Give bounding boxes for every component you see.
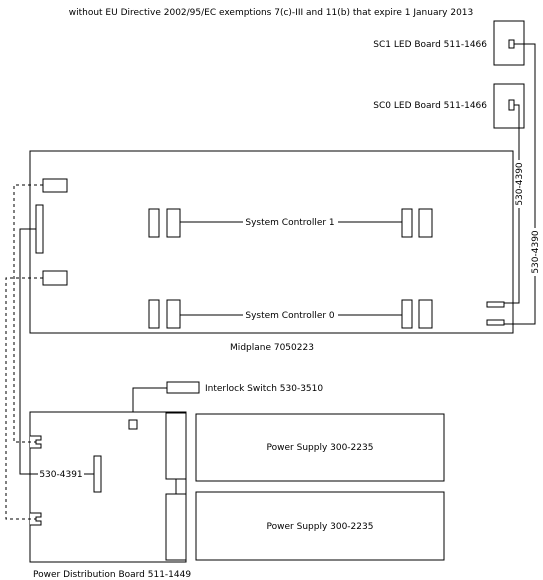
header-note: without EU Directive 2002/95/EC exemptio…	[69, 8, 474, 18]
power-supply-bottom	[195, 491, 445, 561]
midplane-led-connector-sc1	[486, 301, 505, 308]
cable-sc0-label: 530-4390	[515, 162, 525, 206]
interlock-switch	[166, 381, 200, 394]
midplane-connector-vertical	[35, 204, 44, 254]
power-supply-top	[195, 413, 445, 482]
midplane-label: Midplane 7050223	[230, 343, 314, 353]
power-distribution-board-label: Power Distribution Board 511-1449	[33, 570, 191, 580]
system-controller-0-label: System Controller 0	[245, 311, 335, 321]
cable-sc1-led	[504, 43, 536, 325]
power-distribution-board	[29, 411, 187, 563]
cable-sc1-label: 530-4390	[531, 230, 541, 274]
sc0-led-board-label: SC0 LED Board 511-1466	[373, 101, 487, 111]
midplane-board	[29, 150, 514, 334]
midplane-led-connector-sc0	[486, 319, 505, 326]
interlock-switch-label: Interlock Switch 530-3510	[205, 384, 323, 394]
interlock-cable	[132, 387, 167, 420]
pdb-midplane-connector	[93, 455, 102, 493]
dashed-cable-top	[13, 184, 43, 443]
pdb-lower-power-connector	[165, 493, 187, 561]
power-supply-bottom-label: Power Supply 300-2235	[267, 522, 374, 532]
sc1-led-board-label: SC1 LED Board 511-1466	[373, 40, 487, 50]
sc1-led-board	[493, 20, 525, 66]
power-supply-top-label: Power Supply 300-2235	[267, 443, 374, 453]
system-controller-1-label: System Controller 1	[245, 218, 334, 228]
midplane-connector-bottom-left	[42, 270, 68, 286]
pdb-upper-power-connector	[165, 412, 187, 480]
midplane-connector-top-left	[42, 178, 68, 193]
dashed-cable-bottom	[5, 277, 43, 520]
pdb-interlock-connector	[128, 419, 138, 430]
system-controller-0-slot	[148, 299, 433, 329]
cable-pdb-label: 530-4391	[39, 470, 82, 480]
